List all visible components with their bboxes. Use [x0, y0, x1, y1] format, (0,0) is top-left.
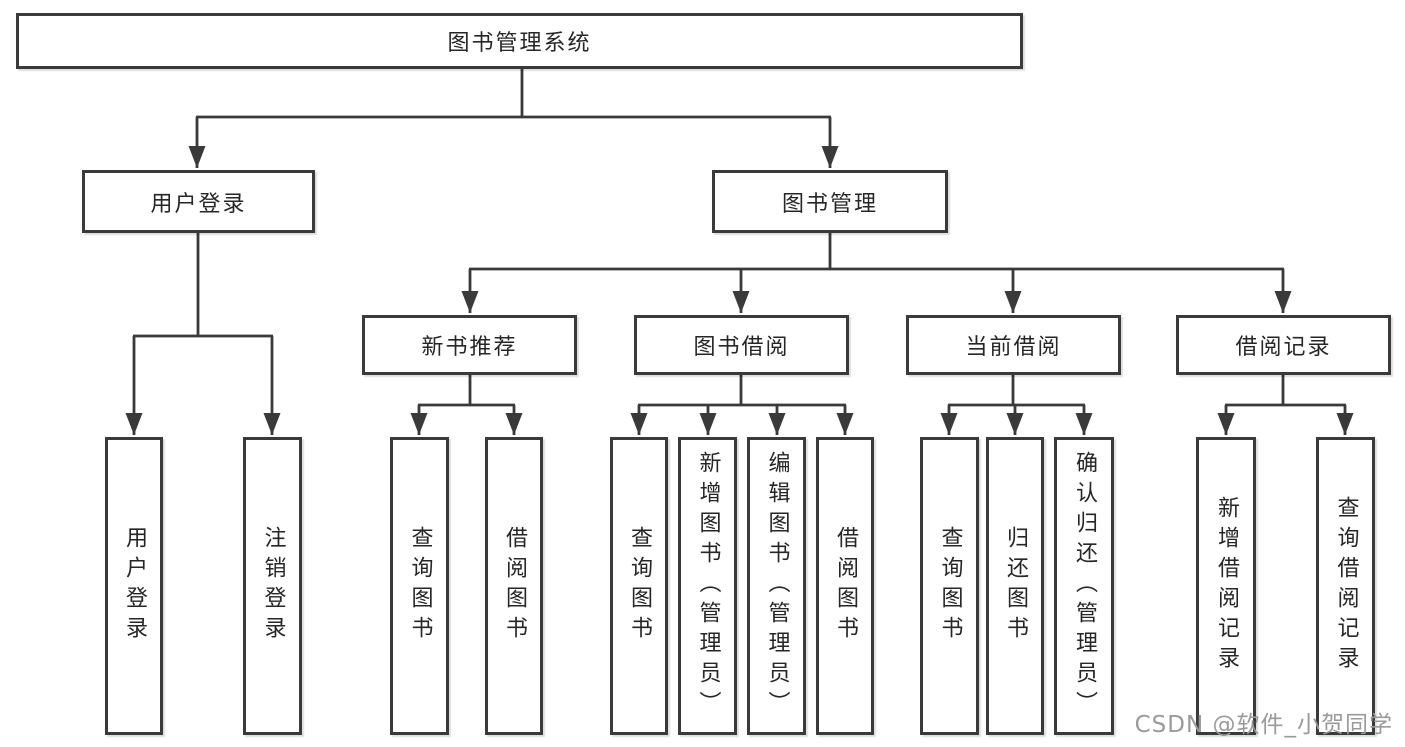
leaf-borrow-borrow-books-label: 借阅图书 — [833, 526, 858, 646]
leaf-newbook-query-books: 查询图书 — [390, 437, 449, 735]
node-book-borrowing-label: 图书借阅 — [693, 335, 790, 360]
leaf-records-query-record-label: 查询借阅记录 — [1333, 496, 1359, 676]
csdn-watermark: CSDN @软件_小贺同学 — [1134, 712, 1393, 738]
node-user-login: 用户登录 — [82, 170, 315, 233]
node-book-borrowing: 图书借阅 — [634, 315, 849, 375]
root-to-level2-connectors — [188, 69, 839, 168]
node-book-management-label: 图书管理 — [781, 191, 878, 217]
node-new-book-recommend-label: 新书推荐 — [421, 335, 518, 360]
leaf-borrow-add-books-admin-label: 新增图书（管理员） — [695, 451, 721, 721]
book-management-connectors — [461, 233, 1292, 313]
leaf-borrow-query-books: 查询图书 — [610, 437, 668, 735]
leaf-current-query-books: 查询图书 — [920, 437, 979, 735]
leaf-user-login: 用户登录 — [105, 437, 163, 735]
node-borrowing-records: 借阅记录 — [1176, 315, 1391, 375]
leaf-newbook-query-books-label: 查询图书 — [407, 526, 433, 646]
user-login-connectors — [125, 233, 281, 435]
node-root: 图书管理系统 — [16, 13, 1023, 69]
borrowing-records-connectors — [1217, 375, 1354, 435]
leaf-current-confirm-return-admin: 确认归还（管理员） — [1054, 437, 1114, 735]
leaf-current-return-books: 归还图书 — [986, 437, 1044, 735]
leaf-current-query-books-label: 查询图书 — [937, 526, 963, 646]
book-borrowing-connectors — [630, 375, 854, 435]
node-new-book-recommend: 新书推荐 — [362, 315, 577, 375]
leaf-records-add-record-label: 新增借阅记录 — [1214, 496, 1239, 676]
leaf-records-add-record: 新增借阅记录 — [1196, 437, 1256, 735]
node-current-borrowing: 当前借阅 — [906, 315, 1121, 375]
new-book-recommend-connectors — [410, 375, 523, 435]
current-borrowing-connectors — [940, 375, 1093, 435]
node-root-label: 图书管理系统 — [447, 31, 592, 56]
leaf-records-query-record: 查询借阅记录 — [1316, 437, 1375, 735]
leaf-borrow-edit-books-admin-label: 编辑图书（管理员） — [764, 451, 790, 721]
leaf-current-confirm-return-admin-label: 确认归还（管理员） — [1072, 451, 1097, 721]
node-book-management: 图书管理 — [712, 170, 948, 233]
leaf-logout-login: 注销登录 — [243, 437, 302, 735]
leaf-borrow-edit-books-admin: 编辑图书（管理员） — [747, 437, 806, 735]
leaf-newbook-borrow-books: 借阅图书 — [485, 437, 543, 735]
leaf-borrow-borrow-books: 借阅图书 — [816, 437, 874, 735]
leaf-logout-login-label: 注销登录 — [260, 526, 286, 646]
node-current-borrowing-label: 当前借阅 — [965, 335, 1062, 360]
leaf-current-return-books-label: 归还图书 — [1003, 526, 1028, 646]
leaf-borrow-add-books-admin: 新增图书（管理员） — [678, 437, 737, 735]
leaf-newbook-borrow-books-label: 借阅图书 — [502, 526, 527, 646]
leaf-borrow-query-books-label: 查询图书 — [627, 526, 652, 646]
node-user-login-label: 用户登录 — [150, 191, 247, 217]
node-borrowing-records-label: 借阅记录 — [1235, 335, 1332, 360]
leaf-user-login-label: 用户登录 — [122, 526, 147, 646]
